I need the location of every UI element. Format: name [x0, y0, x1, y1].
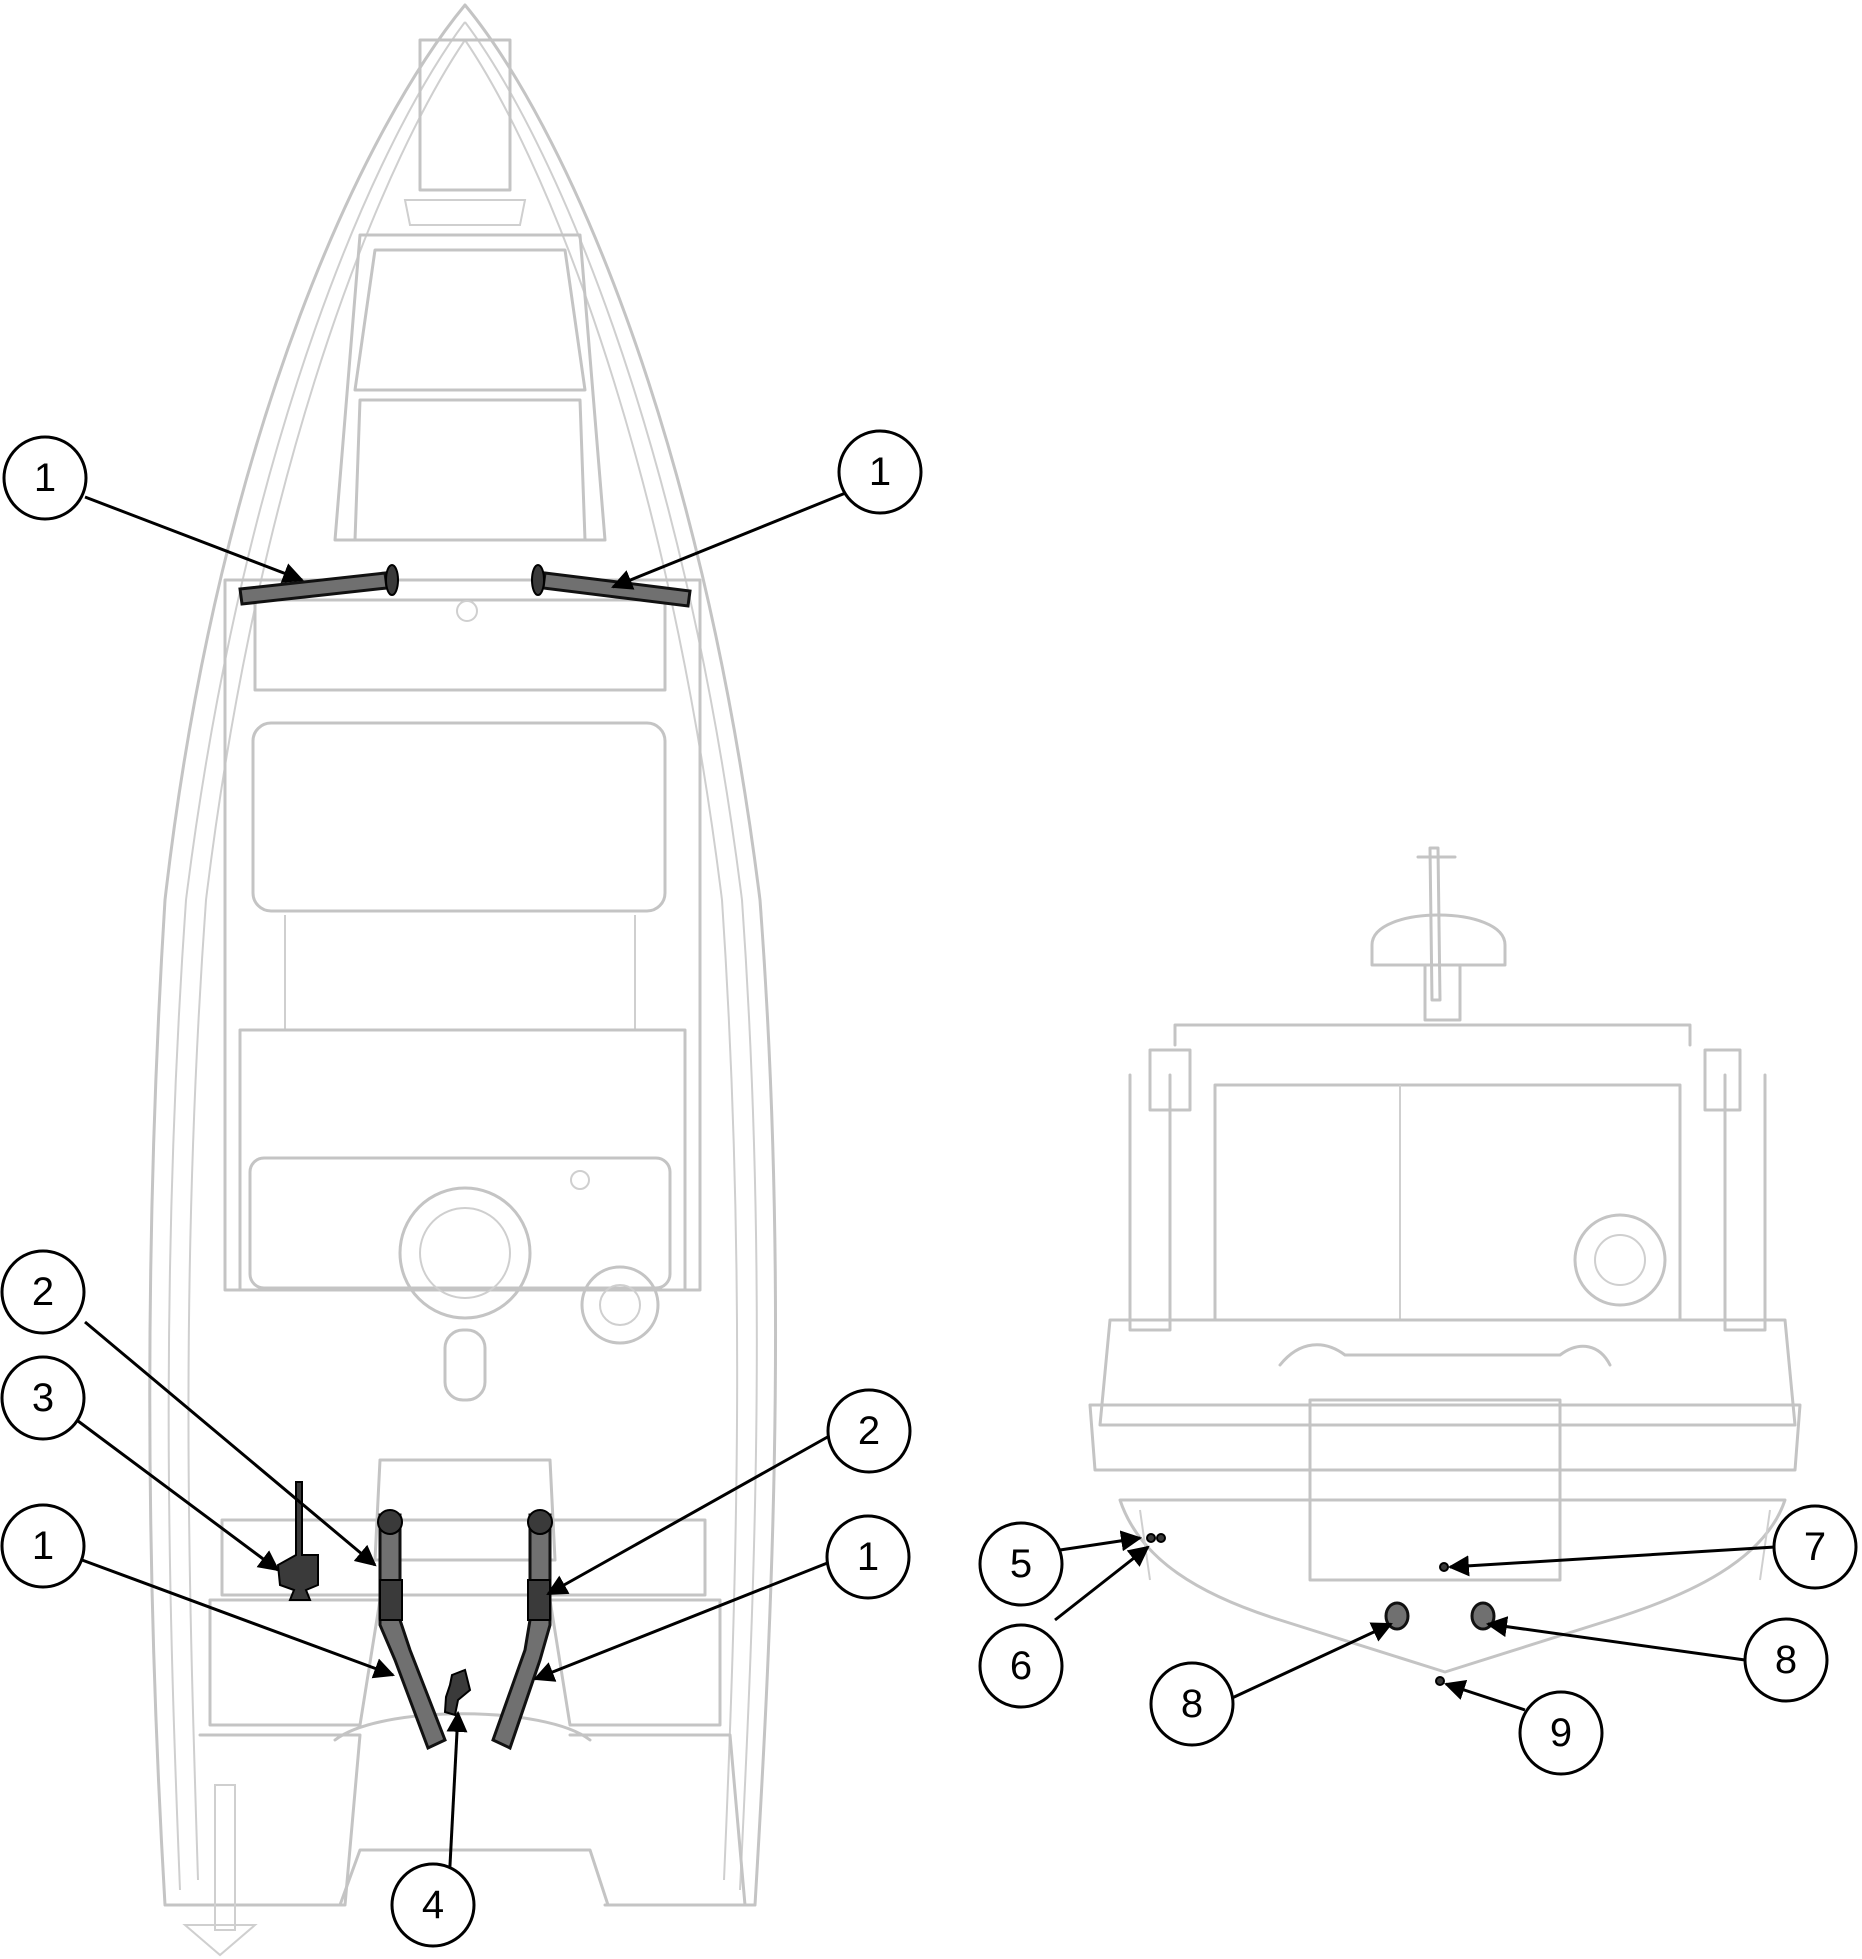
bow-cleat-right-end [531, 564, 545, 596]
bow-cleat-left-end [385, 564, 399, 596]
callout-7: 7 [1772, 1504, 1858, 1590]
callouts: 1 1 2 3 1 2 1 4 [0, 429, 1858, 1948]
callout-9: 9 [1518, 1690, 1604, 1776]
leader-lines [77, 490, 1776, 1885]
fitting-5 [1146, 1533, 1156, 1543]
callout-3: 3 [0, 1355, 86, 1441]
boat-top-view [148, 3, 778, 1957]
drain-valve [443, 1668, 472, 1717]
cleat-parts-top [238, 564, 692, 1751]
callout-label: 5 [1010, 1542, 1032, 1586]
callout-label: 2 [32, 1270, 54, 1314]
stern-line-right [491, 1513, 552, 1751]
callout-1: 1 [825, 1514, 911, 1600]
fitting-6 [1156, 1533, 1166, 1543]
callout-label: 1 [32, 1524, 54, 1568]
callout-label: 2 [858, 1409, 880, 1453]
callout-2: 2 [0, 1249, 86, 1335]
boat-rear-view [1088, 846, 1802, 1674]
callout-label: 4 [422, 1883, 444, 1927]
callout-8: 8 [1149, 1661, 1235, 1747]
callout-1: 1 [0, 1503, 86, 1589]
callout-label: 1 [869, 450, 891, 494]
callout-label: 3 [32, 1376, 54, 1420]
callout-2: 2 [826, 1388, 912, 1474]
stern-line-right-clamp [527, 1579, 551, 1621]
callout-label: 8 [1775, 1638, 1797, 1682]
callout-label: 9 [1550, 1711, 1572, 1755]
callout-label: 8 [1181, 1682, 1203, 1726]
callout-label: 7 [1804, 1525, 1826, 1569]
callout-label: 6 [1010, 1644, 1032, 1688]
callout-6: 6 [978, 1623, 1064, 1709]
stern-line-left-clamp [379, 1579, 403, 1621]
callout-4: 4 [390, 1862, 476, 1948]
callout-label: 1 [34, 456, 56, 500]
callout-5: 5 [978, 1521, 1064, 1607]
fitting-9 [1435, 1676, 1445, 1686]
stern-line-right-top [527, 1509, 553, 1535]
callout-8: 8 [1743, 1617, 1829, 1703]
fitting-7 [1439, 1562, 1449, 1572]
callout-1: 1 [2, 435, 88, 521]
callout-label: 1 [857, 1535, 879, 1579]
stern-line-left [378, 1513, 447, 1751]
stern-line-left-top [377, 1509, 403, 1535]
callout-1: 1 [837, 429, 923, 515]
